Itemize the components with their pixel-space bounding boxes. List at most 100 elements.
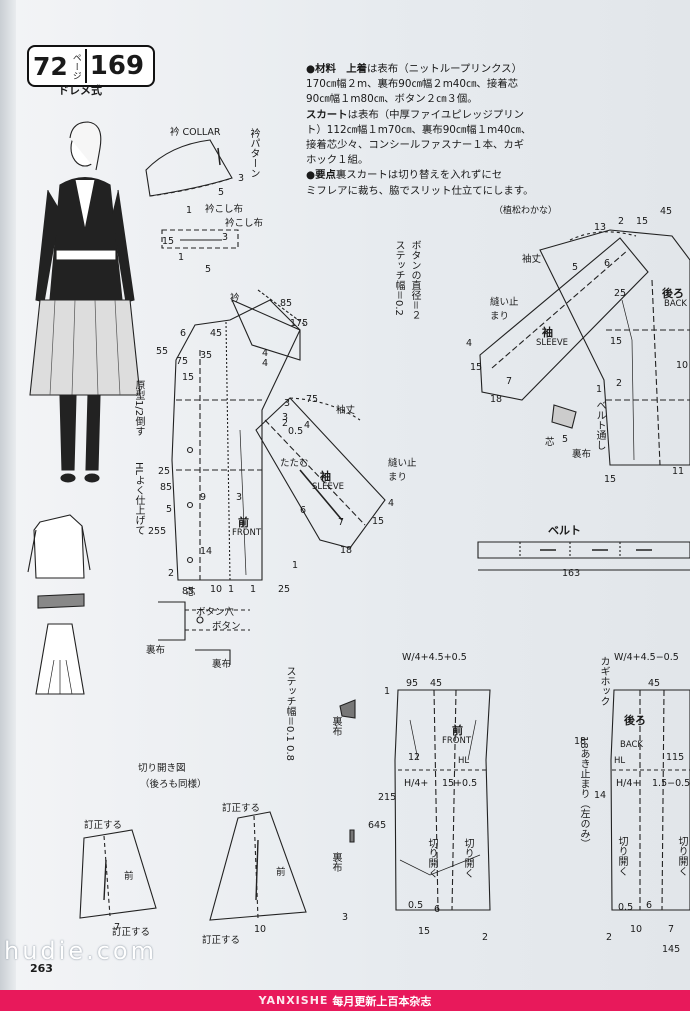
skirt-lining-label-2: 裏布 bbox=[330, 852, 341, 872]
slash-diagram-note: （後ろも同様） bbox=[140, 779, 207, 790]
hip-formula-3: H/4+ bbox=[616, 778, 641, 789]
measurement-value: 1 bbox=[384, 686, 391, 697]
pattern-scale-label: 原型1/2倒す bbox=[133, 380, 144, 437]
measurement-value: 4 bbox=[466, 338, 473, 349]
measurement-value: 3 bbox=[282, 412, 289, 423]
measurement-value: 4 bbox=[304, 420, 311, 431]
materials-line: ●要点裏スカートは切り替えを入れずにセ bbox=[306, 169, 503, 182]
measurement-value: 15 bbox=[418, 926, 431, 937]
collar-label: 衿 COLLAR bbox=[170, 127, 221, 138]
hip-formula-4: 1.5−0.5 bbox=[652, 778, 690, 789]
slash-open-label-4: 切り開く bbox=[676, 836, 687, 876]
button-label: ボタン bbox=[212, 621, 241, 632]
measurement-value: 45 bbox=[648, 678, 661, 689]
measurement-value: 85 bbox=[160, 482, 173, 493]
skirt-front-label: 前 bbox=[452, 724, 463, 737]
measurement-value: 5 bbox=[562, 434, 569, 445]
measurement-value: 14 bbox=[594, 790, 607, 801]
hip-formula: H/4+ bbox=[404, 778, 429, 789]
measurement-value: 45 bbox=[660, 206, 673, 217]
measurement-value: 2 bbox=[606, 932, 613, 943]
stitch-width-label-2: ステッチ幅＝0.1 0.8 bbox=[284, 666, 295, 761]
measurement-value: 1 bbox=[186, 205, 193, 216]
opening-stop-label: 18あき止まり（左のみ） bbox=[578, 736, 589, 849]
footer-text: 每月更新上百本杂志 bbox=[332, 994, 432, 1008]
slash-diagram-front bbox=[209, 811, 307, 921]
front-bodice-draft bbox=[171, 289, 306, 581]
lining-label-3: 裏布 bbox=[572, 449, 592, 460]
hip-formula-2: 15+0.5 bbox=[442, 778, 478, 789]
measurement-value: 18 bbox=[574, 736, 587, 747]
back-en-label: BACK bbox=[664, 299, 688, 309]
measurement-value: 5 bbox=[166, 504, 173, 515]
measurement-value: 15 bbox=[604, 474, 617, 485]
interfacing-label-2: 芯 bbox=[545, 437, 555, 448]
measurement-value: 175 bbox=[290, 318, 309, 329]
sleeve-en-label: SLEEVE bbox=[312, 482, 345, 492]
method-label: ドレメ式 bbox=[58, 84, 102, 97]
measurement-value: 1 bbox=[596, 384, 603, 395]
measurement-value: 18 bbox=[490, 394, 503, 405]
measurement-value: 255 bbox=[148, 526, 167, 537]
hl-label: HL bbox=[458, 756, 470, 766]
measurement-value: 2 bbox=[482, 932, 489, 943]
slash-diagram-back bbox=[79, 829, 157, 919]
buttonhole-detail bbox=[158, 601, 250, 665]
collar-facing-label-2: 衿こし布 bbox=[225, 218, 264, 229]
lining-label-2: 裏布 bbox=[212, 659, 232, 670]
measurement-value: 3 bbox=[236, 492, 243, 503]
measurement-value: 10 bbox=[676, 360, 689, 371]
skirt-lining-label: 裏布 bbox=[330, 716, 341, 736]
sleeve-draft-back bbox=[479, 231, 649, 429]
footer-banner: YANXISHE 每月更新上百本杂志 bbox=[0, 990, 690, 1011]
skirt-flat bbox=[35, 623, 85, 695]
measurement-value: 5 bbox=[205, 264, 212, 275]
measurement-value: 1 bbox=[178, 252, 185, 263]
sleeve-label-2: 袖 bbox=[542, 326, 553, 339]
measurement-value: 10 bbox=[630, 924, 643, 935]
measurement-value: 11 bbox=[672, 466, 685, 477]
measurement-value: 6 bbox=[300, 505, 307, 516]
correct-label-2: 訂正する bbox=[112, 927, 151, 938]
skirt-front-en-label: FRONT bbox=[442, 736, 472, 746]
measurement-value: 15 bbox=[636, 216, 649, 227]
measurement-value: 10 bbox=[210, 584, 223, 595]
measurement-value: 7 bbox=[668, 924, 675, 935]
waist-formula-2: W/4+4.5−0.5 bbox=[614, 652, 679, 663]
page-kana: ページ bbox=[70, 52, 81, 80]
measurement-value: 6 bbox=[180, 328, 187, 339]
sleeve-draft-front bbox=[255, 397, 386, 549]
fashion-illustration bbox=[29, 121, 141, 483]
hook-label: カギホック bbox=[598, 656, 609, 706]
measurement-value: 0.5 bbox=[618, 902, 634, 913]
materials-line: 170㎝幅２m、裏布90㎝幅２m40㎝、接着芯 bbox=[306, 78, 518, 91]
measurement-value: 85 bbox=[182, 586, 195, 597]
measurement-value: 18 bbox=[340, 545, 353, 556]
measurement-value: 45 bbox=[210, 328, 223, 339]
measurement-value: 9 bbox=[200, 492, 207, 503]
measurement-value: 7 bbox=[338, 517, 345, 528]
measurement-value: 215 bbox=[378, 792, 397, 803]
sew-stop-label-2: 縫い止まり bbox=[490, 297, 519, 322]
issue-number: 72 bbox=[33, 51, 68, 81]
materials-line: ホック１組。 bbox=[306, 154, 369, 167]
measurement-value: 15 bbox=[162, 236, 175, 247]
button-diameter-label: ボタンの直径＝２ bbox=[409, 240, 420, 320]
slash-open-label: 切り開く bbox=[426, 838, 437, 878]
slash-diagram-title: 切り開き図 bbox=[138, 763, 186, 774]
skirt-back-draft bbox=[610, 689, 690, 911]
designer-credit: （植松わかな） bbox=[494, 206, 558, 216]
measurement-value: 145 bbox=[662, 944, 681, 955]
front-en-label: FRONT bbox=[232, 528, 262, 538]
materials-line: ●材料 上着は表布（ニットループリンクス） bbox=[306, 63, 522, 75]
measurement-value: 35 bbox=[200, 350, 213, 361]
measurement-value: 3 bbox=[284, 398, 291, 409]
small-front-label: 前 bbox=[124, 871, 134, 882]
measurement-value: 0.5 bbox=[288, 426, 304, 437]
measurement-value: 645 bbox=[368, 820, 387, 831]
measurement-value: 2 bbox=[616, 378, 623, 389]
measurement-value: 15 bbox=[470, 362, 483, 373]
belt-loop-label: ベルト通し bbox=[594, 400, 605, 450]
measurement-value: 25 bbox=[278, 584, 291, 595]
